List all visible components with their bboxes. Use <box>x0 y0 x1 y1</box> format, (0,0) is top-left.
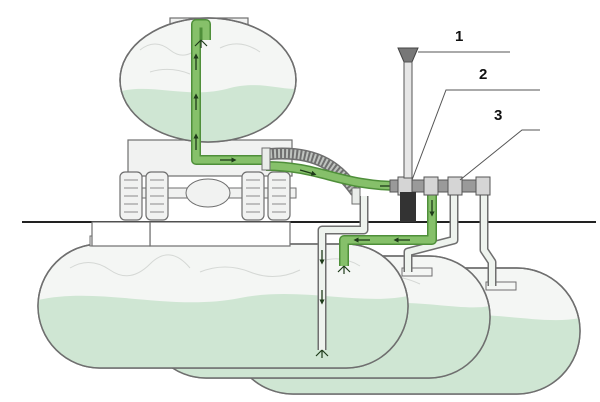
tanker-truck <box>119 17 297 221</box>
tank-access-pit <box>149 221 291 247</box>
tank-branch-pipes <box>403 190 497 286</box>
underground-tank-1 <box>37 235 409 369</box>
vent-pipe-column <box>397 47 419 222</box>
callout-label-1: 1 <box>455 28 464 45</box>
callout-label-3: 3 <box>494 107 503 124</box>
callout-label-2: 2 <box>479 66 488 83</box>
tank-neck <box>91 221 151 247</box>
callout-leaders <box>411 51 540 181</box>
truck-valve <box>261 147 271 171</box>
hose-coupling <box>351 187 361 205</box>
distribution-manifold <box>389 176 491 196</box>
vapor-return-pipe <box>315 196 369 358</box>
